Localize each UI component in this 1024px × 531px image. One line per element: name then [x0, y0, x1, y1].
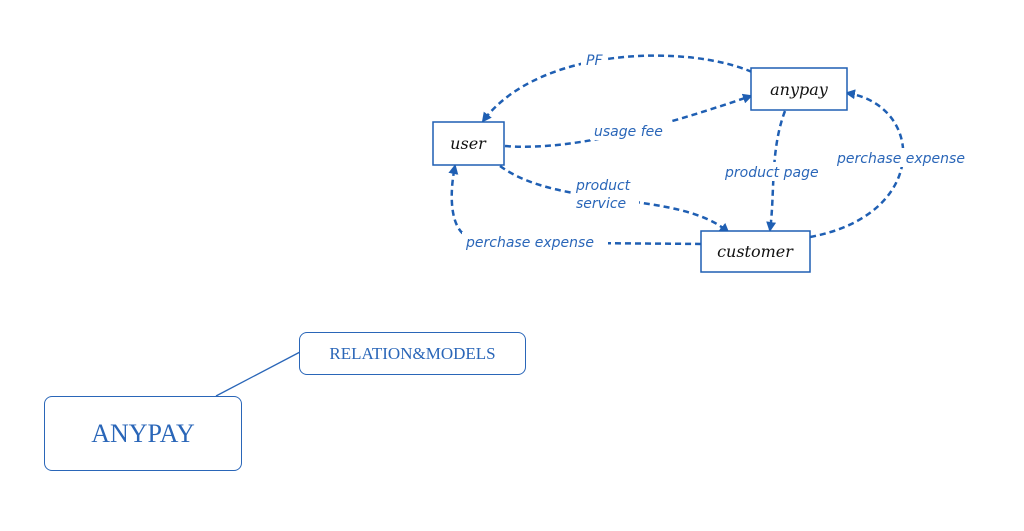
mindmap-connector — [215, 351, 301, 397]
edge-label-product: product — [575, 178, 631, 194]
edge-pf — [481, 54, 753, 123]
edge-label-product-page: product page — [724, 165, 819, 181]
node-anypay: anypay — [750, 67, 848, 111]
edge-label-pf: PF — [586, 53, 603, 69]
edge-purchase-expense-left — [448, 164, 702, 246]
node-anypay-label: anypay — [770, 80, 829, 99]
mindmap-child-node[interactable]: RELATION&MODELS — [299, 332, 526, 375]
edge-label-purchase-expense-right: perchase expense — [836, 151, 965, 167]
edge-label-service: service — [576, 196, 626, 212]
mindmap-root-label: ANYPAY — [91, 418, 195, 448]
edge-label-purchase-expense-left: perchase expense — [465, 235, 594, 251]
edge-label-usage-fee: usage fee — [594, 124, 663, 140]
node-customer: customer — [700, 230, 811, 273]
edge-purchase-expense-right — [809, 89, 905, 239]
node-user-label: user — [450, 134, 487, 153]
node-customer-label: customer — [717, 242, 794, 261]
mindmap-root-node[interactable]: ANYPAY — [44, 396, 242, 471]
node-user: user — [432, 121, 505, 166]
mindmap-child-label: RELATION&MODELS — [329, 343, 496, 363]
